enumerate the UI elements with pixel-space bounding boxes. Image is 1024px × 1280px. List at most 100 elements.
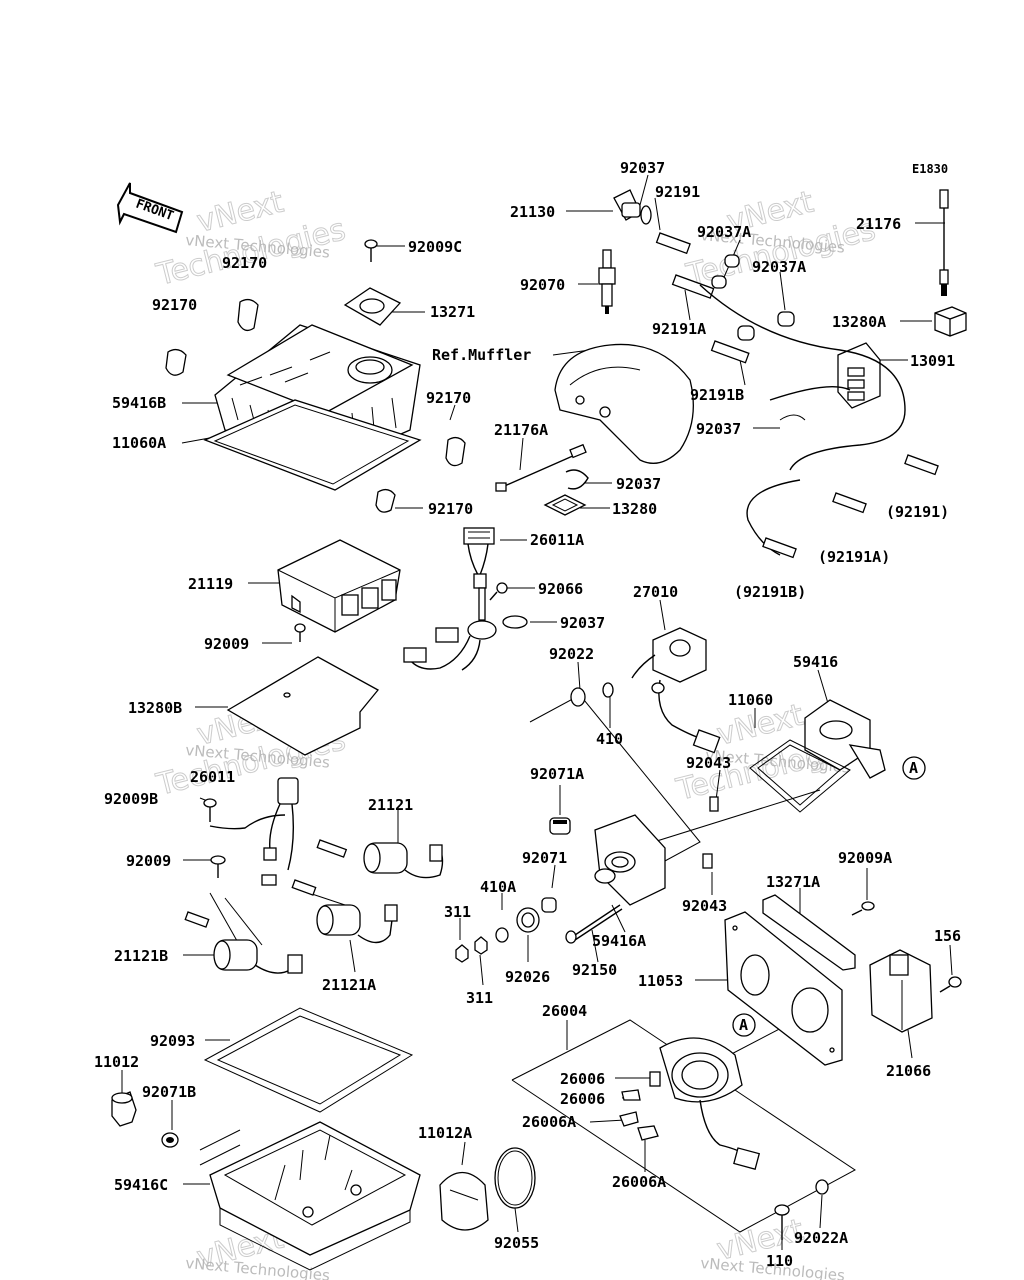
part-coil-21121	[316, 839, 444, 879]
label-26011: 26011	[190, 768, 235, 786]
part-plate-13271A	[762, 894, 856, 971]
label-92009: 92009	[126, 852, 171, 870]
label-92170: 92170	[428, 500, 473, 518]
part-rectifier-21066	[869, 949, 933, 1033]
part-bolt-92066	[489, 582, 508, 601]
label-13280B: 13280B	[128, 699, 182, 717]
part-screw-92009-b	[210, 855, 226, 878]
part-pins-92043	[702, 796, 719, 869]
part-screw-92009A	[851, 901, 875, 916]
part-coil-21121A	[291, 879, 398, 944]
label-26006: 26006	[560, 1070, 605, 1088]
part-terminal-block-13091	[837, 342, 881, 409]
part-ecu-21119	[277, 539, 401, 633]
label-92037A: 92037A	[697, 223, 751, 241]
label-26006A: 26006A	[522, 1113, 576, 1131]
part-pad-13280B	[226, 656, 379, 756]
label-92070: 92070	[520, 276, 565, 294]
callout-a-2: A	[732, 1013, 756, 1037]
svg-text:A: A	[739, 1016, 748, 1034]
figure-code: E1830	[912, 162, 948, 176]
part-harness-26011	[209, 777, 299, 886]
label-21121B: 21121B	[114, 947, 168, 965]
ref-muffler-shape	[554, 343, 694, 464]
label-26006: 26006	[560, 1090, 605, 1108]
label-92043: 92043	[682, 897, 727, 915]
part-clip-92037-low	[565, 469, 589, 490]
label-13091: 13091	[910, 352, 955, 370]
label-59416C: 59416C	[114, 1176, 168, 1194]
label-92022: 92022	[549, 645, 594, 663]
part-spark-plug-92070	[598, 249, 616, 314]
label-11053: 11053	[638, 972, 683, 990]
part-housing-59416C	[209, 1121, 421, 1271]
label-92037: 92037	[560, 614, 605, 632]
part-cap-11012A	[439, 1171, 489, 1231]
label-59416B: 59416B	[112, 394, 166, 412]
label-21130: 21130	[510, 203, 555, 221]
label-26004: 26004	[542, 1002, 587, 1020]
label-92055: 92055	[494, 1234, 539, 1252]
callout-a-1: A	[902, 756, 926, 780]
part-washer-410A	[495, 927, 509, 943]
label-92037: 92037	[620, 159, 665, 177]
label-92093: 92093	[150, 1032, 195, 1050]
label-59416A: 59416A	[592, 932, 646, 950]
label-11012: 11012	[94, 1053, 139, 1071]
part-oring-92055	[494, 1147, 536, 1209]
part-box-59416	[804, 699, 886, 779]
label-92037: 92037	[616, 475, 661, 493]
part-sensor-21176A	[495, 443, 587, 492]
label-92191: 92191	[655, 183, 700, 201]
part-screw-92009C	[364, 239, 378, 262]
part-harness-26011A	[403, 527, 497, 671]
label-21176: 21176	[856, 215, 901, 233]
svg-text:A: A	[909, 759, 918, 777]
label-92170: 92170	[222, 254, 267, 272]
part-plug-cap-21130	[613, 189, 652, 225]
part-clamps-92170	[165, 298, 466, 513]
label-13271: 13271	[430, 303, 475, 321]
label-11012A: 11012A	[418, 1124, 472, 1142]
label-92066: 92066	[538, 580, 583, 598]
part-grommet-92071	[541, 897, 557, 913]
part-grommet-92071B	[161, 1132, 179, 1148]
label-92191A-paren: (92191A)	[818, 548, 890, 566]
part-bolt-92150	[565, 904, 623, 944]
part-bolt-92009	[294, 623, 306, 642]
label-92071: 92071	[522, 849, 567, 867]
label-92009: 92009	[204, 635, 249, 653]
label-21121A: 21121A	[322, 976, 376, 994]
part-labels: 92037 21130 92191 92037A 92037A 21176 92…	[94, 159, 961, 1270]
part-cap-11012	[111, 1091, 137, 1127]
part-plate-11053	[724, 911, 843, 1066]
label-21119: 21119	[188, 575, 233, 593]
part-gasket-11060A	[203, 399, 422, 491]
part-grommet-92071A	[549, 817, 571, 835]
label-13280A: 13280A	[832, 313, 886, 331]
label-92071A: 92071A	[530, 765, 584, 783]
part-sensor-27010	[631, 627, 721, 754]
label-13271A: 13271A	[766, 873, 820, 891]
label-13280: 13280	[612, 500, 657, 518]
label-92037: 92037	[696, 420, 741, 438]
label-92022A: 92022A	[794, 1229, 848, 1247]
harness-loop	[699, 284, 939, 559]
part-gasket-92093	[203, 1007, 414, 1113]
part-bolt-156	[939, 976, 962, 993]
label-92191-paren: (92191)	[886, 503, 949, 521]
label-26011A: 26011A	[530, 531, 584, 549]
part-clamp-13280	[543, 494, 587, 516]
label-92009B: 92009B	[104, 790, 158, 808]
part-housing-59416A	[594, 814, 666, 906]
label-92150: 92150	[572, 961, 617, 979]
label-92009C: 92009C	[408, 238, 462, 256]
label-92170: 92170	[426, 389, 471, 407]
part-sensor-21176	[939, 189, 949, 296]
label-92037A: 92037A	[752, 258, 806, 276]
label-92043: 92043	[686, 754, 731, 772]
label-156: 156	[934, 927, 961, 945]
part-meter-26004	[659, 1037, 761, 1170]
